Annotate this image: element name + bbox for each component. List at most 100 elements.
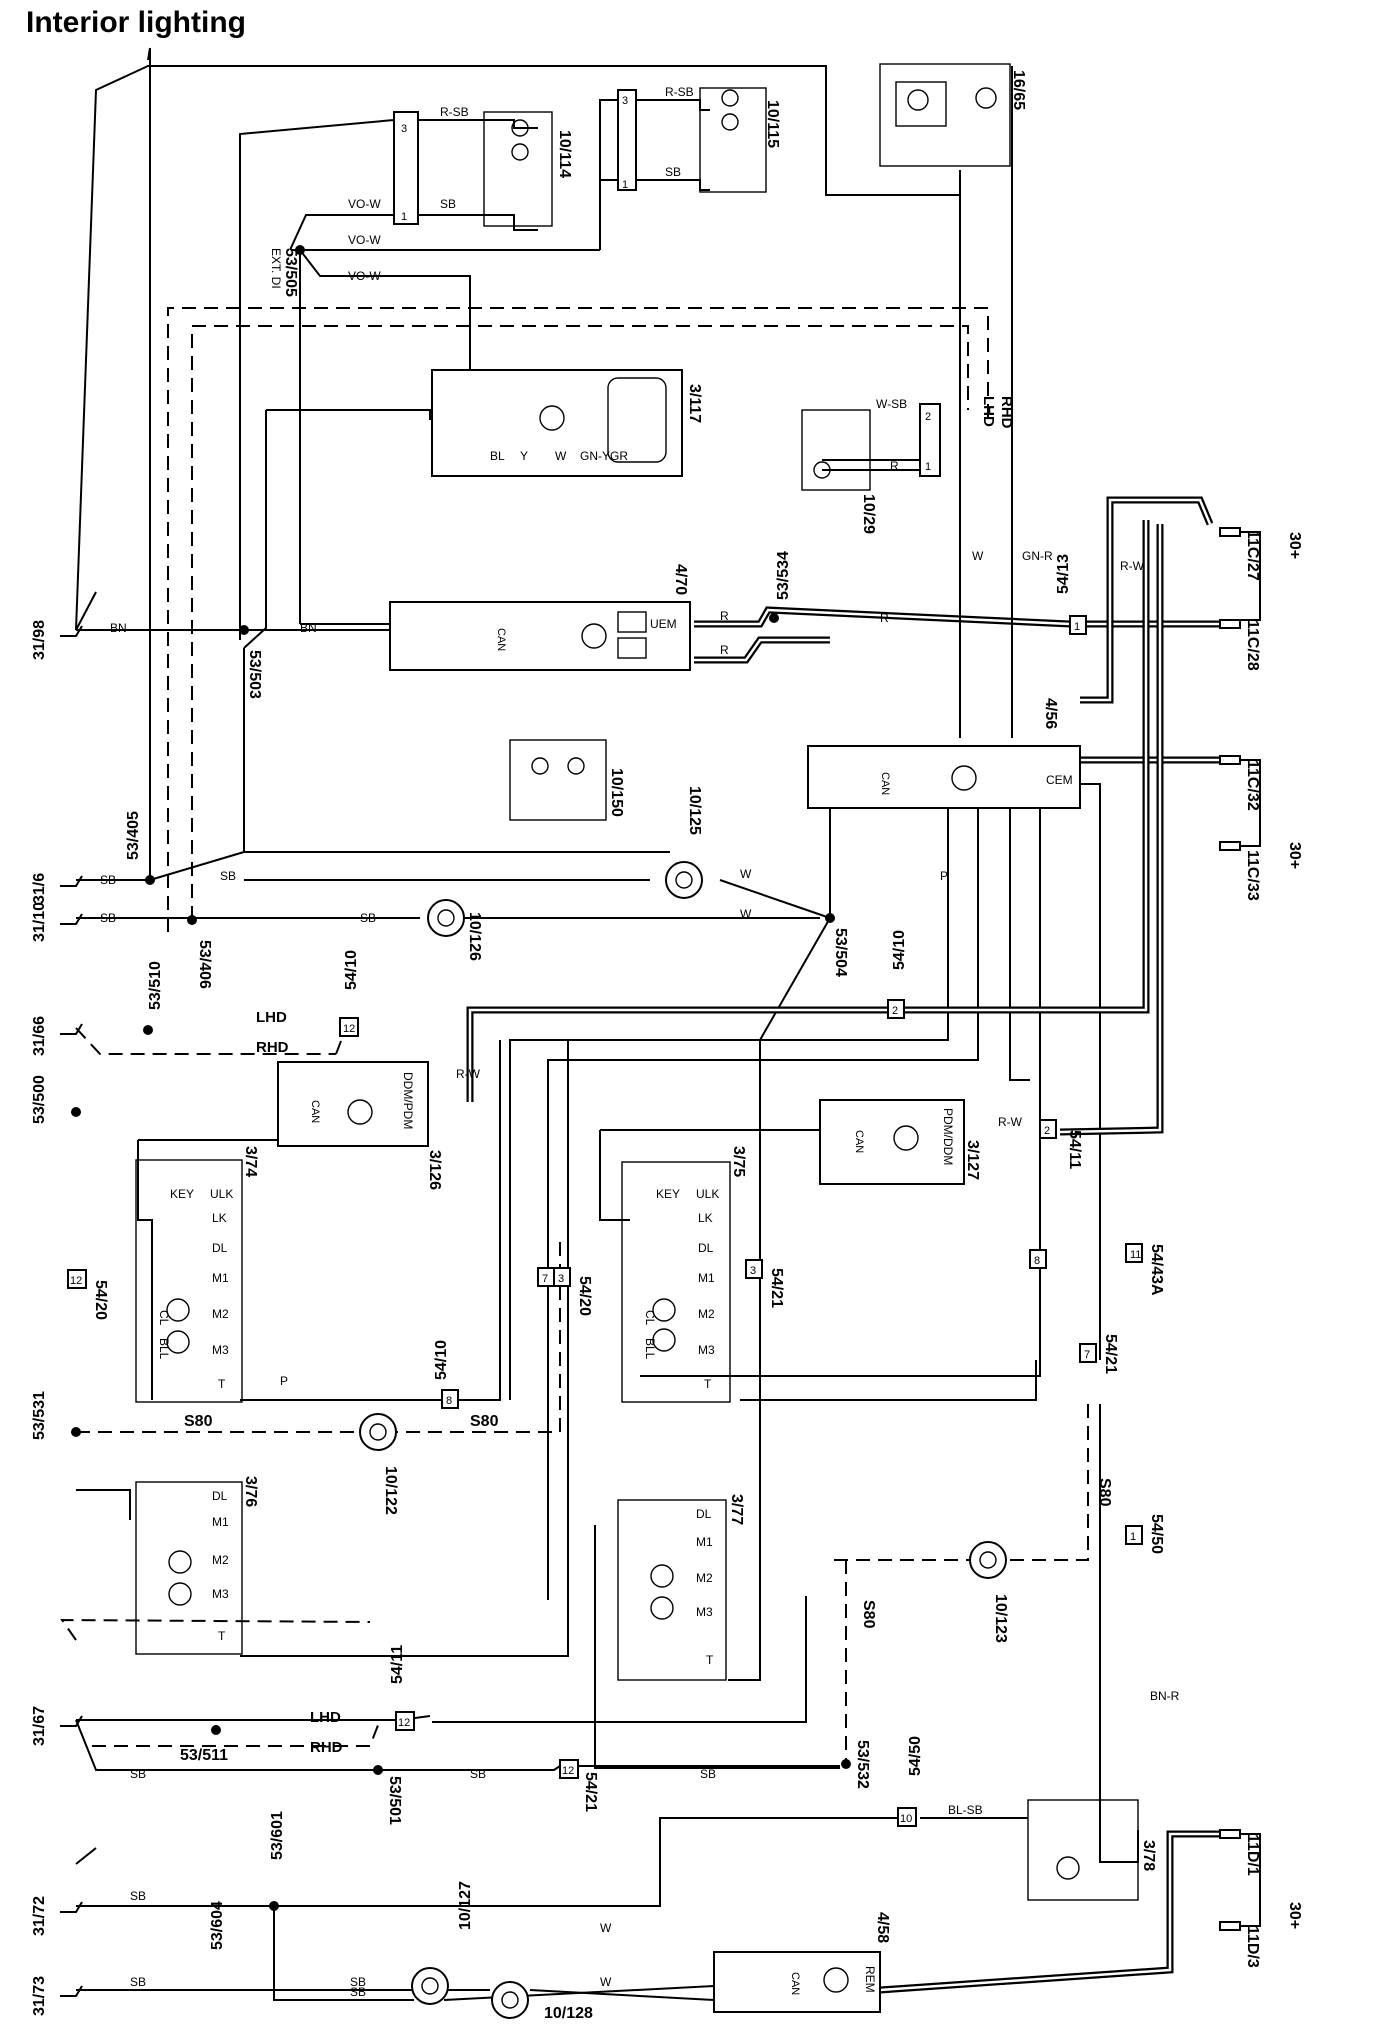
svg-text:31/6: 31/6: [31, 873, 48, 904]
svg-text:R-SB: R-SB: [440, 105, 469, 119]
svg-text:11C/27: 11C/27: [1244, 530, 1261, 581]
svg-text:W-SB: W-SB: [876, 397, 907, 411]
connector-54-50a: 1 54/50: [1125, 1514, 1165, 1554]
svg-text:4/58: 4/58: [874, 1912, 891, 1943]
connector-54-10b: 2 54/10: [887, 930, 908, 1019]
svg-text:54/21: 54/21: [768, 1268, 785, 1308]
svg-text:M1: M1: [698, 1271, 715, 1285]
module-3-127: PDM/DDM 3/127: [819, 1099, 981, 1185]
svg-text:M1: M1: [696, 1535, 713, 1549]
svg-text:10/127: 10/127: [457, 1881, 474, 1930]
svg-text:BLL: BLL: [157, 1338, 171, 1360]
components: 3 1 10/114 3 1 10/115 16/65 3: [135, 63, 1157, 2022]
splice-nodes: [71, 245, 851, 1911]
svg-text:1: 1: [1074, 621, 1080, 633]
wire-color-labels: R-SB R-SB SB SB VO-W VO-W VO-W BN BN W-S…: [100, 85, 1180, 1999]
svg-text:3/74: 3/74: [242, 1146, 259, 1177]
svg-text:SB: SB: [130, 1889, 146, 1903]
switch-3-78: 3/78: [1027, 1799, 1157, 1901]
svg-text:LHD: LHD: [256, 1009, 287, 1026]
svg-text:54/20: 54/20: [92, 1280, 109, 1320]
svg-text:1: 1: [622, 179, 628, 191]
svg-text:RHD: RHD: [998, 396, 1015, 429]
svg-text:R: R: [880, 611, 889, 625]
fuse-boxes: 11C/27 11C/28 11C/32 11C/33 11D/1 11D/3 …: [1219, 527, 1303, 1968]
fuse-11c-33: 11C/33: [1219, 841, 1261, 901]
svg-text:CAN: CAN: [879, 772, 891, 795]
lamp-10-114: 3 1 10/114: [393, 111, 573, 227]
svg-text:R-W: R-W: [456, 1067, 481, 1081]
svg-text:2: 2: [925, 411, 931, 423]
splice-53-532: 53/532: [854, 1740, 871, 1789]
svg-text:1: 1: [925, 461, 931, 473]
svg-text:LK: LK: [698, 1211, 713, 1225]
splice-53-505: 53/505: [282, 248, 299, 297]
svg-text:3: 3: [401, 123, 407, 135]
svg-text:R: R: [720, 643, 729, 657]
svg-text:M2: M2: [212, 1307, 229, 1321]
svg-text:T: T: [218, 1629, 226, 1643]
svg-text:BN: BN: [300, 621, 317, 635]
svg-text:4/70: 4/70: [672, 564, 689, 595]
svg-text:31/10: 31/10: [31, 902, 48, 942]
lamp-10-115: 3 1 10/115: [617, 87, 781, 193]
svg-text:SB: SB: [220, 869, 236, 883]
supply-30-top: 30+: [1286, 532, 1303, 559]
svg-text:BL-SB: BL-SB: [948, 1803, 983, 1817]
svg-text:8: 8: [446, 1395, 452, 1407]
svg-text:3/127: 3/127: [964, 1140, 981, 1180]
svg-text:R-SB: R-SB: [665, 85, 694, 99]
svg-text:11C/33: 11C/33: [1244, 850, 1261, 901]
svg-text:54/21: 54/21: [1102, 1334, 1119, 1374]
svg-text:S80: S80: [470, 1413, 499, 1430]
lamp-10-150: 10/150: [509, 739, 625, 821]
svg-text:SB: SB: [700, 1767, 716, 1781]
svg-text:3/75: 3/75: [730, 1146, 747, 1177]
svg-text:UEM: UEM: [650, 617, 677, 631]
module-4-56: CEM 4/56: [807, 698, 1081, 809]
svg-text:W: W: [740, 907, 752, 921]
svg-text:3: 3: [558, 1273, 564, 1285]
splice-53-510: 53/510: [147, 961, 164, 1010]
svg-text:SB: SB: [130, 1975, 146, 1989]
svg-text:BLL: BLL: [643, 1338, 657, 1360]
svg-text:S80: S80: [184, 1413, 213, 1430]
connector-54-21c: 12 54/21: [559, 1759, 599, 1812]
splice-53-531: 53/531: [31, 1391, 48, 1440]
svg-text:54/10: 54/10: [891, 930, 908, 970]
svg-text:M2: M2: [698, 1307, 715, 1321]
supply-30-mid: 30+: [1286, 842, 1303, 869]
svg-text:M3: M3: [212, 1587, 229, 1601]
svg-text:M2: M2: [212, 1553, 229, 1567]
fuse-11c-32: 11C/32: [1219, 755, 1261, 811]
svg-text:31/67: 31/67: [31, 1706, 48, 1746]
svg-text:10/125: 10/125: [686, 786, 703, 835]
svg-text:54/11: 54/11: [389, 1645, 406, 1684]
svg-text:10/114: 10/114: [556, 130, 573, 178]
svg-text:W: W: [972, 549, 984, 563]
svg-text:LHD: LHD: [310, 1709, 341, 1726]
svg-text:10: 10: [900, 1813, 912, 1825]
splice-53-503: 53/503: [246, 650, 263, 699]
svg-text:SB: SB: [665, 165, 681, 179]
svg-text:RHD: RHD: [256, 1039, 289, 1056]
connector-54-21b: 7 54/21: [1079, 1334, 1119, 1374]
splice-53-511: 53/511: [180, 1747, 228, 1764]
svg-text:ULK: ULK: [210, 1187, 233, 1201]
ground-31-10: 31/10: [31, 902, 83, 942]
svg-text:7: 7: [542, 1273, 548, 1285]
svg-text:R-W: R-W: [1120, 559, 1145, 573]
svg-text:3: 3: [622, 95, 628, 107]
svg-text:11D/1: 11D/1: [1244, 1834, 1261, 1876]
svg-text:T: T: [704, 1377, 712, 1391]
ground-31-72: 31/72: [31, 1896, 83, 1936]
svg-text:CL: CL: [157, 1310, 171, 1326]
splice-labels: 53/505 EXT. DI 53/503 53/405 53/406 53/5…: [31, 248, 871, 1950]
svg-text:DDM/PDM: DDM/PDM: [401, 1072, 415, 1129]
svg-text:KEY: KEY: [656, 1187, 680, 1201]
svg-text:S80: S80: [1096, 1478, 1113, 1507]
svg-text:BL: BL: [490, 449, 505, 463]
switch-10-29: 2 1 10/29: [801, 403, 941, 534]
svg-text:31/72: 31/72: [31, 1896, 48, 1936]
